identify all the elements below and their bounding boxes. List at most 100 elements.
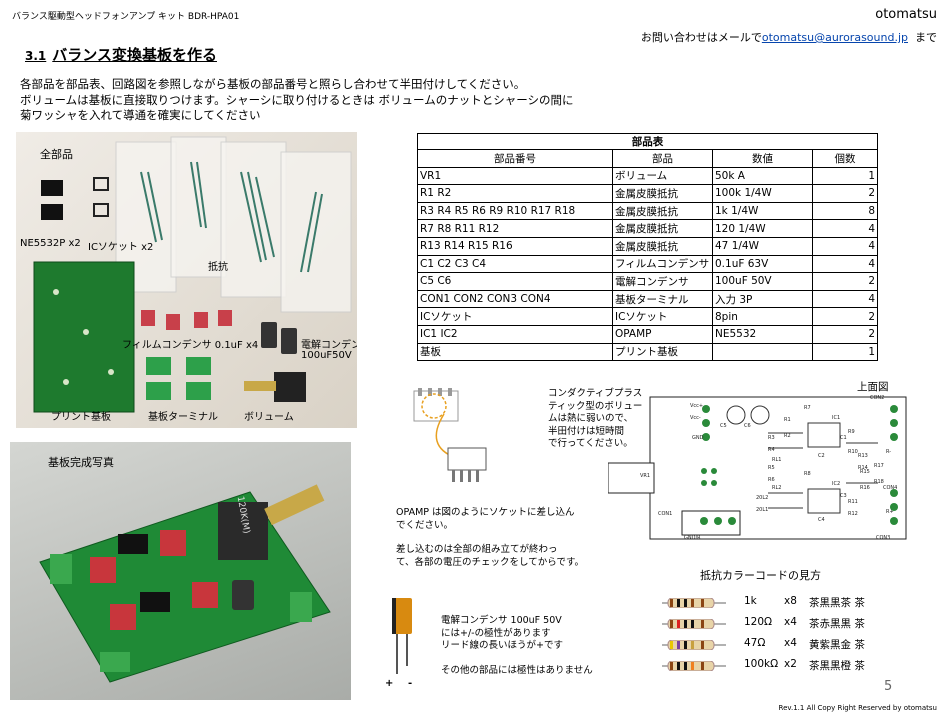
pcb-component-label: CON3	[876, 535, 890, 541]
part-number-cell: C1 C2 C3 C4	[417, 254, 613, 274]
opamp-note-line: 差し込むのは全部の組み立てが終わっ	[396, 544, 558, 555]
cap-note-line: リード線の長いほうが+です	[441, 640, 563, 651]
color-code-row: 120Ω x4 茶赤黒黒 茶	[662, 613, 922, 633]
col-header-part: 部品	[612, 149, 713, 168]
part-number-cell: VR1	[417, 166, 613, 186]
pcb-component-label: R12	[848, 511, 858, 517]
cap-minus-label: -	[408, 678, 413, 689]
pcb-component-label: R18	[874, 479, 884, 485]
color-code-row: 100kΩ x2 茶黒黒橙 茶	[662, 655, 922, 675]
value-cell: 8pin	[712, 307, 813, 326]
top-view-label: 上面図	[857, 381, 889, 393]
value-cell: 50k A	[712, 166, 813, 186]
contact-email-link[interactable]: otomatsu@aurorasound.jp	[761, 31, 908, 44]
pcb-component-label: Vcc+	[690, 403, 703, 409]
part-cell: 金属皮膜抵抗	[612, 236, 713, 256]
resistor-colors: 茶黒黒橙 茶	[809, 660, 865, 672]
contact-prefix: お問い合わせはメールで	[640, 31, 762, 44]
resistor-value: 120Ω	[744, 616, 773, 628]
color-code-row: 1k x8 茶黒黒茶 茶	[662, 592, 922, 612]
pcb-component-label: C6	[744, 423, 751, 429]
resistor-label: 抵抗	[208, 262, 228, 273]
volume-note-line: で行ってください。	[548, 438, 633, 449]
opamp-note-line: でください。	[396, 519, 454, 531]
ne5532-label: NE5532P x2	[20, 238, 81, 249]
part-number-cell: IC1 IC2	[417, 324, 613, 344]
pcb-component-label: R15	[860, 469, 870, 475]
ic-insertion-diagram	[413, 388, 487, 482]
volume-label: ボリューム	[244, 412, 294, 423]
volume-note-line: ティック型のボリュー	[548, 400, 643, 412]
part-cell: ボリューム	[612, 166, 713, 186]
resistor-value: 1k	[744, 595, 757, 607]
value-cell: 120 1/4W	[712, 219, 813, 238]
qty-cell: 1	[812, 166, 878, 186]
qty-cell: 2	[812, 324, 878, 344]
copyright-text: Rev.1.1 All Copy Right Reserved by otoma…	[778, 704, 937, 712]
pcb-component-label: RL1	[772, 457, 781, 463]
board-photo-caption: 基板完成写真	[48, 456, 114, 469]
pcb-component-label: R5	[768, 465, 775, 471]
color-code-title: 抵抗カラーコードの見方	[700, 569, 821, 582]
pcb-component-label: C4	[818, 517, 825, 523]
value-cell: 1k 1/4W	[712, 201, 813, 221]
pcb-component-label: R-	[886, 449, 891, 455]
pcb-component-label: R1	[784, 417, 791, 423]
pcb-component-label: GND	[692, 435, 704, 441]
resistor-colors: 茶黒黒茶 茶	[809, 597, 865, 609]
pcb-component-label: R7	[804, 405, 811, 411]
part-cell: フィルムコンデンサ	[612, 254, 713, 274]
part-cell: 基板ターミナル	[612, 289, 713, 309]
part-number-cell: CON1 CON2 CON3 CON4	[417, 289, 613, 309]
pcb-component-label: IC1	[832, 415, 840, 421]
pcb-component-label: R16	[860, 485, 870, 491]
part-number-cell: C5 C6	[417, 272, 613, 291]
value-cell: NE5532	[712, 324, 813, 344]
pcb-component-label: Vcc-	[690, 415, 701, 421]
resistor-count: x2	[784, 658, 797, 670]
resistor-icon	[662, 640, 726, 650]
all-parts-photo: 全部品 NE5532P x2 ICソケット x2 抵抗 フィルムコンデンサ 0.…	[16, 132, 357, 428]
volume-note-line: コンダクティブプラス	[548, 388, 643, 399]
pcb-component-label: R11	[848, 499, 858, 505]
value-cell: 47 1/4W	[712, 236, 813, 256]
part-number-cell: ICソケット	[417, 307, 613, 326]
volume-note: コンダクティブプラス ティック型のボリュー ムは熱に弱いので、 半田付けは短時間…	[548, 388, 642, 451]
resistor-icon	[662, 661, 726, 671]
page-number: 5	[884, 679, 893, 694]
contact-line: お問い合わせはメールでotomatsu@aurorasound.jp まで	[641, 29, 937, 45]
pcb-component-label: RL2	[772, 485, 781, 491]
pcb-component-label: C2	[818, 453, 825, 459]
opamp-note-line: OPAMP は図のようにソケットに差し込ん	[396, 507, 575, 518]
resistor-count: x4	[784, 637, 797, 649]
cap-note-line: 電解コンデンサ 100uF 50V	[441, 615, 562, 626]
value-cell: 100k 1/4W	[712, 184, 813, 203]
qty-cell: 2	[812, 307, 878, 326]
part-cell: 金属皮膜抵抗	[612, 219, 713, 238]
part-cell: ICソケット	[612, 307, 713, 326]
cap-plus-label: +	[385, 678, 394, 689]
pcb-component-label: R17	[874, 463, 884, 469]
qty-cell: 2	[812, 272, 878, 291]
intro-line: ボリュームは基板に直接取りつけます。シャーシに取り付けるときは ボリュームのナッ…	[20, 92, 574, 107]
qty-cell: 4	[812, 219, 878, 238]
resistor-count: x4	[784, 616, 797, 628]
pcb-component-label: VR1	[640, 473, 650, 479]
pcb-component-label: CON2	[870, 395, 884, 401]
value-cell	[712, 342, 813, 362]
part-number-cell: R7 R8 R11 R12	[417, 219, 613, 238]
qty-cell: 4	[812, 254, 878, 274]
part-cell: 金属皮膜抵抗	[612, 201, 713, 221]
pcb-component-label: R8	[804, 471, 811, 477]
pcb-component-label: R3	[768, 435, 775, 441]
